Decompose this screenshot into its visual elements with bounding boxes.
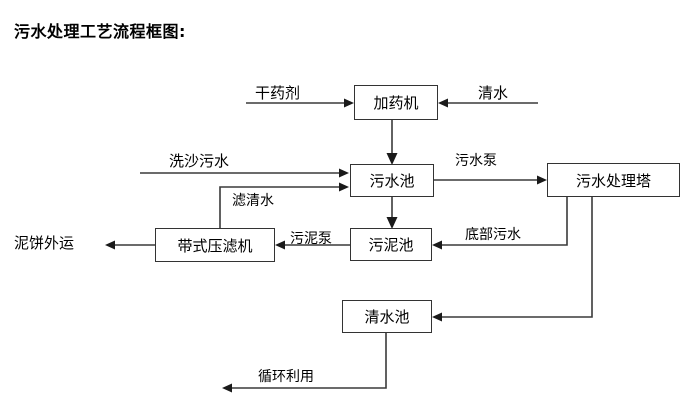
arrowhead-dry-agent bbox=[344, 98, 354, 108]
arrowhead-sludge-pump bbox=[275, 240, 285, 250]
edge-label-filtrate-water: 滤清水 bbox=[232, 193, 274, 209]
edge-label-recycle-reuse: 循环利用 bbox=[258, 369, 314, 385]
node-label: 加药机 bbox=[373, 94, 419, 112]
terminal-label-dry-agent: 干药剂 bbox=[255, 84, 301, 102]
arrowhead-wastewater-pump bbox=[537, 175, 547, 185]
node-label: 带式压滤机 bbox=[177, 236, 253, 255]
node-label: 污水池 bbox=[369, 172, 415, 190]
node-clean-water-pool[interactable]: 清水池 bbox=[342, 300, 432, 333]
arrowhead-clean-water bbox=[438, 98, 448, 108]
node-label: 污泥池 bbox=[368, 236, 414, 254]
node-dosing-machine[interactable]: 加药机 bbox=[354, 85, 438, 120]
terminal-label-sand-wash-wastewater: 洗沙污水 bbox=[169, 152, 230, 170]
node-wastewater-pool[interactable]: 污水池 bbox=[350, 164, 434, 197]
terminal-label-clean-water-in: 清水 bbox=[478, 84, 509, 102]
arrowhead-bottom-wastewater bbox=[432, 240, 442, 250]
wire-tower-to-clean-water-pool bbox=[438, 197, 593, 318]
node-sludge-pool[interactable]: 污泥池 bbox=[350, 228, 432, 261]
arrowhead-mudcake bbox=[105, 240, 115, 250]
node-treatment-tower[interactable]: 污水处理塔 bbox=[547, 163, 680, 197]
page-title: 污水处理工艺流程框图: bbox=[14, 22, 186, 41]
terminal-label-mud-cake-out: 泥饼外运 bbox=[14, 234, 75, 252]
node-belt-filter-press[interactable]: 带式压滤机 bbox=[155, 228, 275, 262]
arrowhead-sandwash bbox=[339, 168, 349, 178]
edge-label-wastewater-pump: 污水泵 bbox=[455, 153, 497, 169]
arrowhead-filtrate bbox=[339, 182, 349, 192]
edge-label-bottom-wastewater: 底部污水 bbox=[465, 227, 521, 243]
arrowhead-to-clean-water-pool bbox=[432, 312, 442, 322]
node-label: 清水池 bbox=[364, 308, 410, 326]
edge-label-sludge-pump: 污泥泵 bbox=[290, 231, 332, 247]
arrowhead-recycle-reuse bbox=[222, 383, 232, 393]
node-label: 污水处理塔 bbox=[575, 171, 651, 190]
